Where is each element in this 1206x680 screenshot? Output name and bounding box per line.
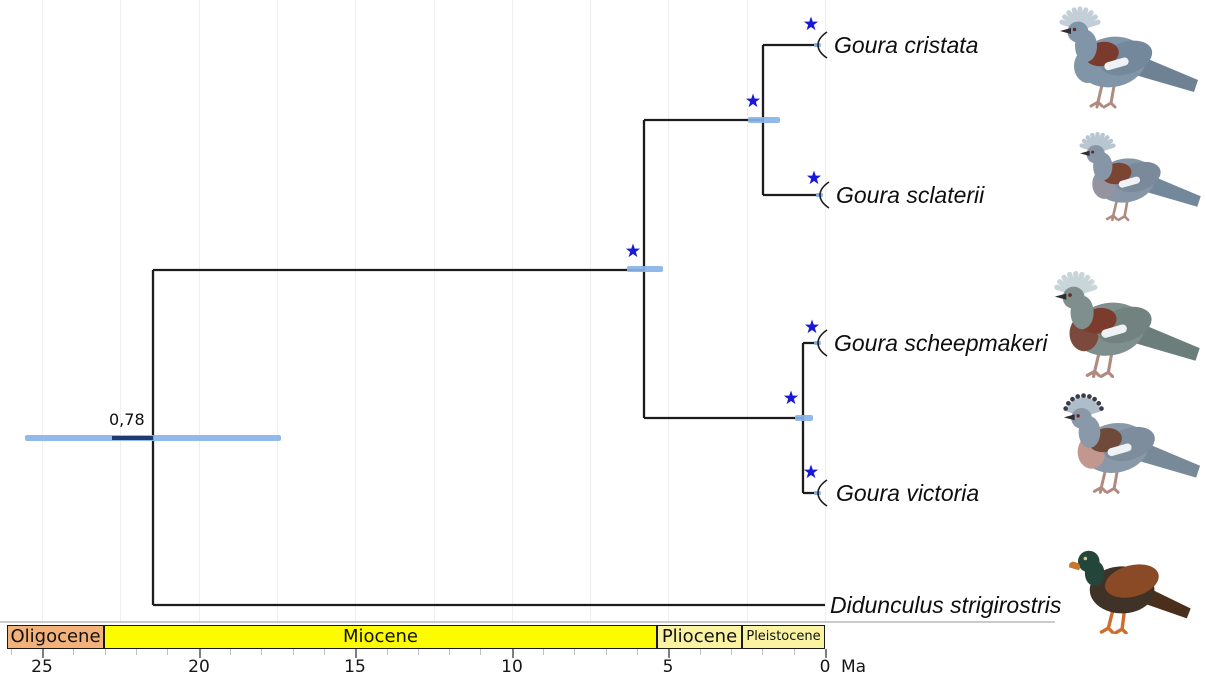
axis-minor-tick <box>229 649 231 655</box>
pigeon-drawing <box>1079 131 1201 222</box>
axis-minor-tick <box>793 649 795 655</box>
root-posterior-value: 0,78 <box>109 410 145 429</box>
axis-minor-tick <box>605 649 607 655</box>
axis-minor-tick <box>543 649 545 655</box>
tip-label-goura-scheepmakeri: Goura scheepmakeri <box>834 330 1048 356</box>
panel-baseline <box>0 621 1055 623</box>
axis-major-tick <box>42 649 44 658</box>
support-star-icon <box>804 319 820 334</box>
bird-goura-sclaterii-illustration <box>1066 118 1206 236</box>
pigeon-drawing <box>1063 393 1201 494</box>
axis-minor-tick <box>699 649 701 655</box>
support-star-icon <box>745 93 761 108</box>
tip-label-goura-cristata: Goura cristata <box>834 32 979 58</box>
epoch-miocene-label: Miocene <box>343 626 418 647</box>
tip-label-goura-sclaterii: Goura sclaterii <box>836 182 985 208</box>
axis-tick-label-15: 15 <box>344 657 366 677</box>
gridline <box>433 0 435 622</box>
epoch-pliocene: Pliocene <box>657 625 742 649</box>
axis-minor-tick <box>73 649 75 655</box>
axis-minor-tick <box>323 649 325 655</box>
epoch-miocene: Miocene <box>104 625 657 649</box>
epoch-pleistocene-label: Pleistocene <box>746 629 821 644</box>
axis-minor-tick <box>292 649 294 655</box>
axis-minor-tick <box>10 649 12 655</box>
root-stem-segment <box>112 436 153 440</box>
hpd-bar-scheepmakeri-victoria <box>795 415 813 421</box>
gridline <box>511 0 513 622</box>
axis-minor-tick <box>574 649 576 655</box>
support-star-icon <box>783 390 799 405</box>
hpd-bar-cristata-sclaterii <box>748 117 780 123</box>
support-star-icon <box>803 464 819 479</box>
epoch-oligocene-label: Oligocene <box>10 626 101 647</box>
tree-branches <box>151 43 825 607</box>
axis-major-tick <box>825 649 827 658</box>
axis-minor-tick <box>480 649 482 655</box>
tip-label-didunculus-strigirostris: Didunculus strigirostris <box>830 592 1062 618</box>
tip-bracket-victoria <box>817 479 828 507</box>
gridline <box>825 0 826 622</box>
axis-minor-tick <box>135 649 137 655</box>
tip-bracket-cristata <box>817 31 828 59</box>
gridline <box>276 0 278 622</box>
tip-label-goura-victoria: Goura victoria <box>836 480 980 506</box>
axis-tick-label-0: 0 <box>819 657 831 677</box>
axis-minor-tick <box>762 649 764 655</box>
axis-tick-label-20: 20 <box>188 657 210 677</box>
epoch-pleistocene: Pleistocene <box>742 625 825 649</box>
pigeon-drawing <box>1059 6 1198 109</box>
axis-minor-tick <box>731 649 733 655</box>
axis-tick-label-5: 5 <box>662 657 674 677</box>
axis-tick-label-25: 25 <box>31 657 53 677</box>
hpd-bar-goura-crown <box>627 266 663 272</box>
gridline <box>668 0 670 622</box>
axis-minor-tick <box>167 649 169 655</box>
axis-major-tick <box>668 649 671 658</box>
tip-bracket-scheepmakeri <box>817 329 828 357</box>
gridline <box>120 0 122 622</box>
pigeon-drawing <box>1054 270 1200 379</box>
gridline <box>198 0 200 622</box>
axis-major-tick <box>198 649 201 658</box>
epoch-oligocene: Oligocene <box>7 625 104 649</box>
axis-minor-tick <box>104 649 106 655</box>
gridline <box>355 0 357 622</box>
axis-minor-tick <box>386 649 388 655</box>
gridline <box>590 0 592 622</box>
tip-bracket-sclaterii <box>819 181 830 209</box>
axis-minor-tick <box>417 649 419 655</box>
axis-major-tick <box>355 649 358 658</box>
support-stars <box>625 16 822 479</box>
axis-minor-tick <box>261 649 263 655</box>
support-star-icon <box>806 170 822 185</box>
bird-didunculus-strigirostris-illustration <box>1052 536 1202 634</box>
bird-goura-cristata-illustration <box>1042 2 1206 114</box>
gridline <box>746 0 748 622</box>
bird-goura-victoria-illustration <box>1048 380 1206 508</box>
pigeon-drawing <box>1069 550 1191 634</box>
gridline <box>42 0 43 622</box>
epoch-pliocene-label: Pliocene <box>661 626 738 647</box>
support-star-icon <box>625 243 641 258</box>
axis-minor-tick <box>637 649 639 655</box>
axis-tick-label-10: 10 <box>501 657 523 677</box>
axis-minor-tick <box>449 649 451 655</box>
bird-goura-scheepmakeri-illustration <box>1038 266 1206 384</box>
axis-unit-label: Ma <box>841 657 867 677</box>
axis-major-tick <box>511 649 514 658</box>
collapsed-clade-brackets <box>817 31 830 507</box>
support-star-icon <box>803 16 819 31</box>
